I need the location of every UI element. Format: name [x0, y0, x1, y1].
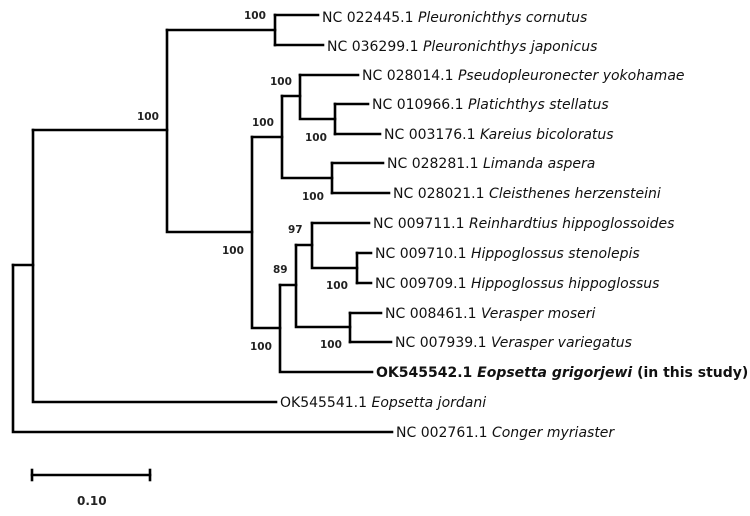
branch-node-d	[280, 94, 334, 180]
tip-label: NC 009709.1 Hippoglossus hippoglossus	[375, 276, 659, 292]
tip-labels: NC 022445.1 Pleuronichthys cornutus NC 0…	[280, 10, 748, 441]
branch-node-f	[278, 283, 374, 374]
branch-root-conger	[11, 263, 394, 434]
tip-label: NC 009710.1 Hippoglossus stenolepis	[375, 246, 640, 262]
scale-bar-label: 0.10	[77, 494, 107, 508]
bootstrap-value: 100	[244, 10, 266, 22]
bootstrap-value: 100	[250, 341, 272, 353]
branch-node-a	[31, 128, 278, 404]
tip-label: NC 028021.1 Cleisthenes herzensteini	[393, 186, 661, 202]
scale-bar: 0.10	[30, 468, 152, 508]
bootstrap-value: 100	[137, 111, 159, 123]
bootstrap-value: 97	[288, 224, 303, 236]
tip-label: NC 009711.1 Reinhardtius hippoglossoides	[373, 216, 674, 232]
tip-label-outgroup: NC 002761.1 Conger myriaster	[396, 425, 615, 441]
tip-label: OK545541.1 Eopsetta jordani	[280, 395, 486, 411]
bootstrap-value: 100	[270, 76, 292, 88]
branch-node-e	[298, 73, 337, 121]
tip-label: NC 028014.1 Pseudopleuronecter yokohamae	[362, 68, 685, 84]
tip-label-highlighted: OK545542.1 Eopsetta grigorjewi (in this …	[376, 365, 748, 381]
bootstrap-values: 100 100 100 100 100 100 100 97 89 100 10…	[137, 10, 348, 353]
branch-node-b	[165, 28, 254, 234]
bootstrap-value: 100	[320, 339, 342, 351]
tip-label: NC 007939.1 Verasper variegatus	[395, 335, 632, 351]
branch-node-c	[250, 135, 282, 330]
tip-label: NC 010966.1 Platichthys stellatus	[372, 97, 609, 113]
bootstrap-value: 100	[252, 117, 274, 129]
tree-branches	[11, 13, 394, 434]
branch-node-h	[310, 221, 359, 270]
tip-label: NC 008461.1 Verasper moseri	[385, 306, 596, 322]
tip-label: NC 022445.1 Pleuronichthys cornutus	[322, 10, 587, 26]
tip-label: NC 003176.1 Kareius bicoloratus	[384, 127, 614, 143]
branch-node-g	[294, 243, 352, 329]
tip-label: NC 028281.1 Limanda aspera	[387, 156, 595, 172]
bootstrap-value: 100	[222, 245, 244, 257]
bootstrap-value: 89	[273, 264, 288, 276]
bootstrap-value: 100	[302, 191, 324, 203]
bootstrap-value: 100	[326, 280, 348, 292]
bootstrap-value: 100	[305, 132, 327, 144]
tip-label: NC 036299.1 Pleuronichthys japonicus	[327, 39, 597, 55]
